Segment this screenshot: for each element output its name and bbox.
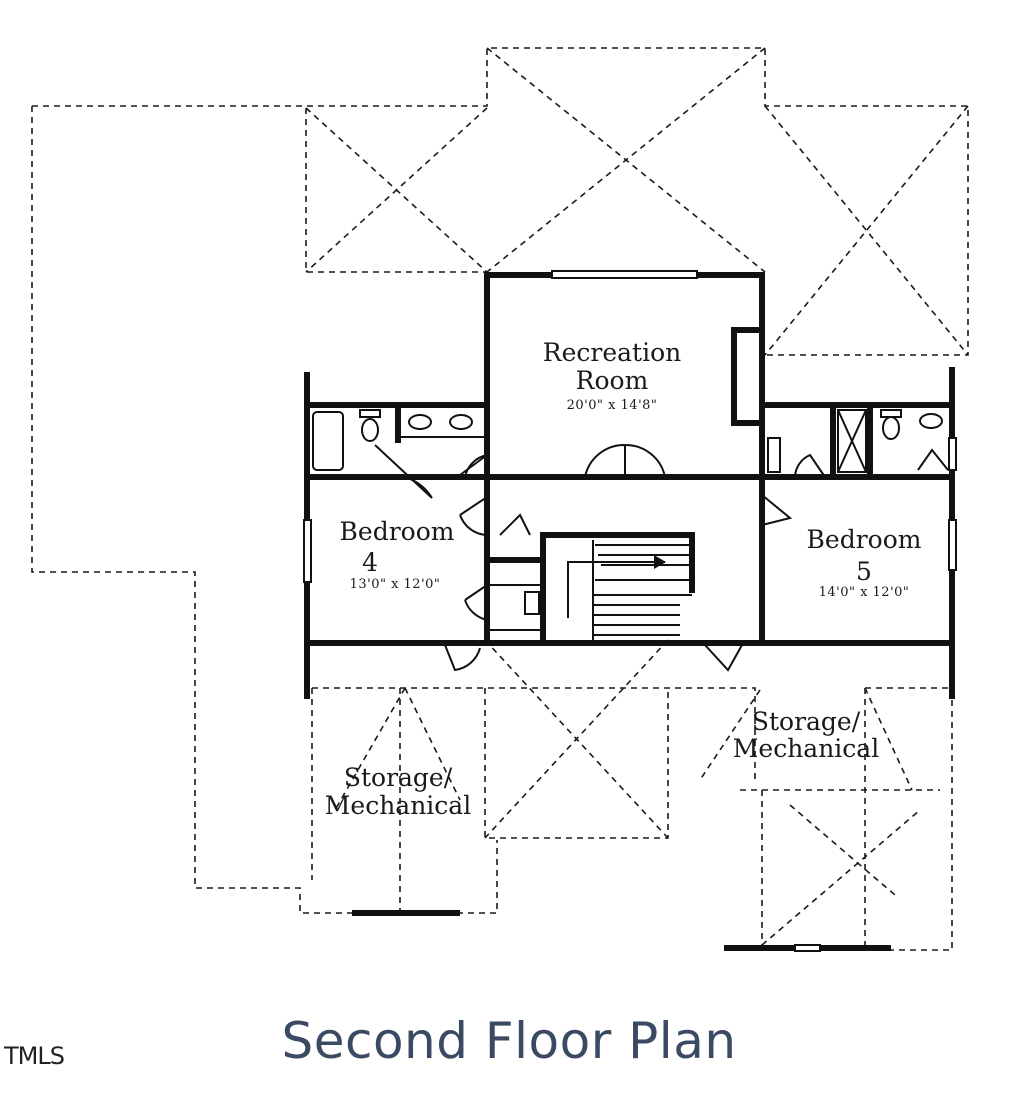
bedroom4-name-2: 4 (362, 548, 378, 577)
right-storage-outline (699, 687, 953, 951)
center-attic (484, 639, 669, 839)
left-storage-outline (311, 687, 756, 910)
left-roof-outline (31, 47, 969, 914)
stair-arrow-icon (654, 555, 666, 569)
bedroom4-dims: 13'0" x 12'0" (350, 577, 441, 592)
window-top (551, 270, 698, 279)
bedroom5-name-1: Bedroom (807, 525, 922, 554)
bedroom4-door-icon (459, 454, 488, 478)
recreation-room-name-1: Recreation (543, 338, 681, 367)
bath5-inner-door-icon (917, 448, 949, 471)
bedroom4-name-1: Bedroom (340, 517, 455, 546)
sink-left-2-icon (449, 414, 473, 430)
closet-door-2-icon (464, 583, 488, 622)
bath5-door-icon (794, 453, 826, 478)
hall-door-left-icon (459, 495, 488, 537)
recreation-room-dims: 20'0" x 14'8" (567, 398, 658, 413)
room-labels: Recreation Room 20'0" x 14'8" Bedroom 4 … (325, 338, 922, 820)
window-bedroom5 (948, 519, 957, 571)
sink-right-icon (919, 413, 943, 429)
fireplace (731, 327, 765, 426)
storage-door-left-icon (444, 644, 481, 672)
bathtub-icon (312, 411, 344, 471)
windows (303, 270, 957, 952)
storage-right-name-1: Storage/ (752, 707, 861, 736)
closet-door-icon (499, 513, 531, 536)
sink-left-1-icon (408, 414, 432, 430)
floor-plan-diagram: Recreation Room 20'0" x 14'8" Bedroom 4 … (31, 47, 969, 952)
hall-door-right-icon (761, 494, 793, 526)
storage-right-name-2: Mechanical (733, 734, 879, 763)
roof-outlines (31, 47, 969, 951)
storage-door-right-icon (704, 644, 743, 672)
window-bath5 (948, 437, 957, 471)
toilet-left-icon (361, 418, 379, 442)
vanity-icon (767, 437, 781, 473)
doors (374, 443, 949, 672)
washer-icon (524, 591, 540, 615)
top-attic (486, 47, 766, 273)
upper-right-attic (764, 105, 969, 356)
upper-left-attic (305, 107, 488, 273)
bedroom5-name-2: 5 (856, 557, 872, 586)
plan-title: Second Floor Plan (281, 1012, 737, 1070)
window-bedroom4 (303, 519, 312, 583)
storage-left-name-2: Mechanical (325, 791, 471, 820)
window-storage (794, 944, 821, 952)
storage-left-name-1: Storage/ (344, 763, 453, 792)
rec-room-double-door-icon (584, 443, 666, 478)
recreation-room-name-2: Room (576, 366, 649, 395)
toilet-right-icon (882, 416, 900, 440)
tmls-watermark: TMLS (4, 1042, 65, 1070)
fixtures (312, 409, 943, 631)
bedroom5-dims: 14'0" x 12'0" (819, 585, 910, 600)
staircase (567, 540, 692, 640)
bath4-door-icon (374, 444, 433, 499)
